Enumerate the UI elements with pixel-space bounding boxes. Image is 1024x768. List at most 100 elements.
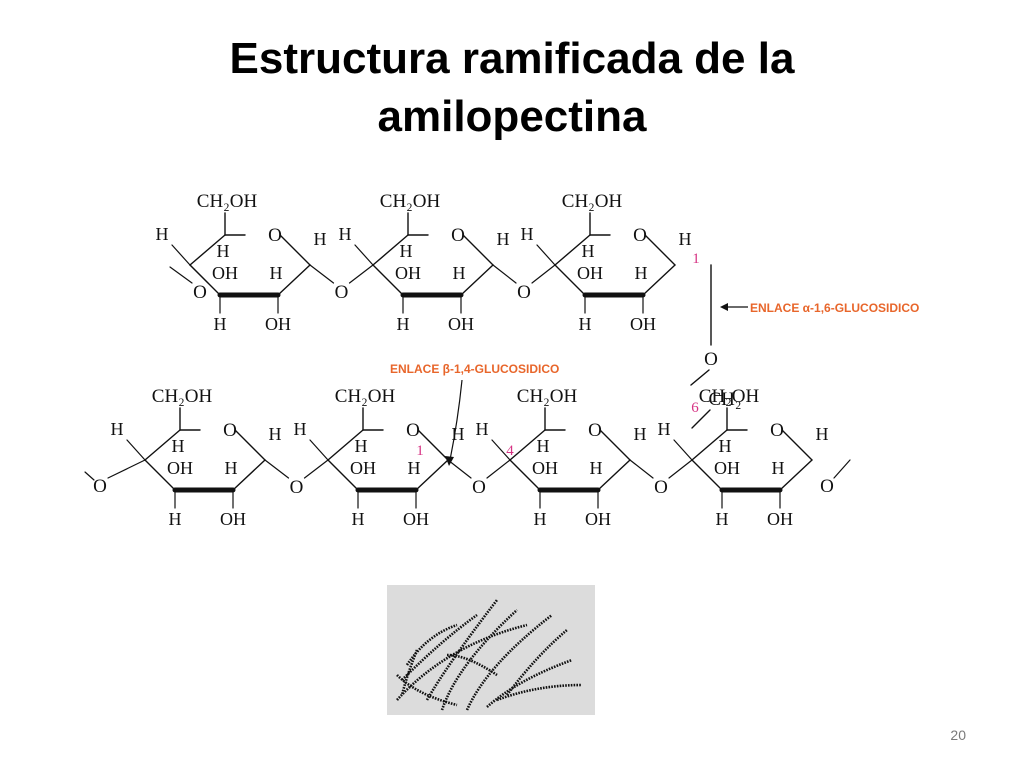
chain-bond (492, 264, 517, 284)
ring-bond (597, 459, 631, 491)
branched-structure-image (387, 585, 595, 715)
ring-bond (644, 234, 676, 266)
glycosidic-oxygen: O (654, 477, 668, 498)
hydrogen-atom: H (355, 436, 368, 456)
glucose-chain-strand (446, 653, 498, 677)
glycosidic-oxygen: O (335, 282, 349, 303)
hydroxyl-group: OH (403, 509, 429, 529)
hydrogen-atom: H (579, 314, 592, 334)
glycosidic-oxygen: O (517, 282, 531, 303)
glucose-chain-strand (440, 609, 518, 711)
hydroxyl-group: OH (212, 263, 238, 283)
hydrogen-atom: H (339, 224, 352, 244)
hydrogen-atom: H (634, 424, 647, 444)
hydrogen-atom: H (294, 419, 307, 439)
ring-bond (279, 234, 311, 266)
hydrogen-atom: H (169, 509, 182, 529)
chain-bond (309, 264, 335, 284)
ring-oxygen: O (451, 225, 465, 246)
ring-bond (779, 459, 813, 491)
hydrogen-atom: H (816, 424, 829, 444)
page-number: 20 (950, 727, 966, 743)
chain-bond (107, 459, 146, 479)
ring-bond (509, 429, 546, 461)
hydrogen-atom: H (772, 458, 785, 478)
ring-bond (232, 459, 266, 491)
ring-bond (781, 429, 813, 461)
ring-bond (327, 429, 364, 461)
hydrogen-atom: H (270, 263, 283, 283)
hydrogen-atom: H (497, 229, 510, 249)
ring-bond (372, 234, 409, 266)
hydrogen-atom: H (453, 263, 466, 283)
ch2oh-group: CH₂OH (380, 191, 441, 212)
hydrogen-atom: H (352, 509, 365, 529)
ring-bond (554, 264, 586, 296)
ch2oh-group: CH₂OH (335, 386, 396, 407)
ch2oh-group: CH₂OH (517, 386, 578, 407)
substituent-bond (491, 439, 511, 461)
title-line-2: amilopectina (377, 92, 647, 141)
glucose-chain-strand (496, 683, 583, 702)
glycosidic-oxygen: O (472, 477, 486, 498)
hydrogen-atom: H (269, 424, 282, 444)
ring-bond (462, 234, 494, 266)
glycosidic-oxygen: O (93, 476, 107, 497)
carbon-number-4: 4 (506, 443, 514, 459)
glucose-chain-strand (401, 613, 478, 681)
hydrogen-atom: H (156, 224, 169, 244)
slide-title: Estructura ramificada de la amilopectina (0, 30, 1024, 146)
chain-bond (486, 459, 511, 479)
hydrogen-atom: H (408, 458, 421, 478)
hydroxyl-group: OH (265, 314, 291, 334)
hydrogen-atom: H (111, 419, 124, 439)
carbon-number-1: 1 (416, 443, 424, 459)
chain-bond (264, 459, 290, 479)
chain-bond (447, 459, 472, 479)
glucose-chain-strand (396, 623, 528, 701)
ring-bond (554, 234, 591, 266)
substituent-bond (673, 439, 693, 461)
hydrogen-atom: H (476, 419, 489, 439)
ring-oxygen: O (588, 420, 602, 441)
ring-bond (599, 429, 631, 461)
chain-bond (169, 266, 193, 284)
ring-oxygen: O (633, 225, 647, 246)
glycosidic-oxygen: O (820, 476, 834, 497)
ring-bond (417, 429, 449, 461)
hydrogen-atom: H (214, 314, 227, 334)
title-line-1: Estructura ramificada de la (229, 34, 795, 83)
glucose-chain-strand (465, 613, 553, 711)
ring-bond (277, 264, 311, 296)
hydrogen-atom: H (452, 424, 465, 444)
branch-oxygen: O (704, 349, 718, 370)
ring-bond (144, 429, 181, 461)
carbon-number-1: 1 (692, 251, 700, 267)
ring-bond (691, 429, 728, 461)
hydrogen-atom: H (719, 436, 732, 456)
glucose-chain-strand (425, 599, 499, 701)
branch-bond (690, 369, 710, 386)
ring-oxygen: O (406, 420, 420, 441)
ring-bond (234, 429, 266, 461)
hydroxyl-group: OH (448, 314, 474, 334)
glucose-chain-strand (405, 623, 458, 666)
hydrogen-atom: H (217, 241, 230, 261)
alpha-arrow-head (720, 303, 728, 311)
hydrogen-atom: H (679, 229, 692, 249)
hydrogen-atom: H (172, 436, 185, 456)
chain-bond (189, 264, 209, 284)
ch2oh-group: CH₂OH (197, 191, 258, 212)
beta-arrow-shaft (449, 379, 463, 461)
substituent-bond (309, 439, 329, 461)
hydroxyl-group: OH (714, 458, 740, 478)
hydroxyl-group: OH (532, 458, 558, 478)
branch-bond (691, 409, 711, 429)
hydrogen-atom: H (314, 229, 327, 249)
ring-oxygen: O (770, 420, 784, 441)
ring-oxygen: O (223, 420, 237, 441)
substituent-bond (126, 439, 146, 461)
substituent-bond (171, 244, 191, 266)
ring-bond (642, 264, 676, 296)
